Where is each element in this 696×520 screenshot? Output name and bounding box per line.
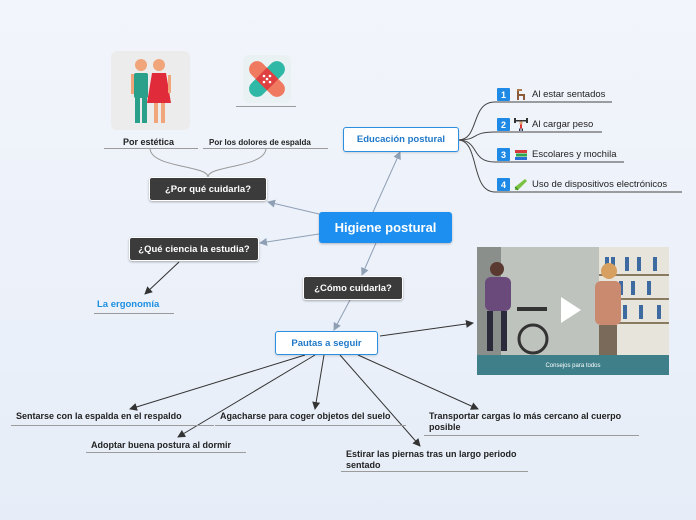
education-item-devices[interactable]: 4 Uso de dispositivos electrónicos	[497, 178, 667, 191]
education-item-label: Uso de dispositivos electrónicos	[532, 179, 668, 190]
leaf-underline	[203, 148, 328, 149]
bandage-icon	[243, 55, 291, 103]
education-label: Educación postural	[356, 134, 446, 145]
guideline-item: Adoptar buena postura al dormir	[91, 440, 232, 450]
why-item-aesthetic: Por estética	[123, 137, 175, 147]
education-item-backpack[interactable]: 3 Escolares y mochila	[497, 148, 616, 161]
phone-icon	[514, 178, 528, 191]
leaf-underline	[215, 425, 406, 426]
education-item-sitting[interactable]: 1 Al estar sentados	[497, 88, 605, 101]
how-node[interactable]: ¿Cómo cuidarla?	[303, 276, 403, 300]
leaf-underline	[86, 452, 246, 453]
number-badge: 1	[497, 88, 510, 101]
education-item-label: Al estar sentados	[532, 89, 606, 100]
education-item-label: Escolares y mochila	[532, 149, 617, 160]
leaf-underline	[341, 471, 528, 472]
leaf-underline	[424, 435, 639, 436]
guideline-item: Sentarse con la espalda en el respaldo	[16, 411, 182, 421]
central-topic[interactable]: Higiene postural	[319, 212, 452, 243]
guideline-item: Transportar cargas lo más cercano al cue…	[429, 411, 622, 432]
education-item-label: Al cargar peso	[532, 119, 594, 130]
chair-icon	[514, 88, 528, 101]
weightlifter-icon	[514, 118, 528, 131]
number-badge: 4	[497, 178, 510, 191]
education-node[interactable]: Educación postural	[343, 127, 459, 152]
why-label: ¿Por qué cuidarla?	[164, 183, 252, 195]
books-icon	[514, 148, 528, 161]
leaf-underline	[11, 425, 214, 426]
education-item-weight[interactable]: 2 Al cargar peso	[497, 118, 593, 131]
leaf-underline	[94, 313, 174, 314]
guidelines-node[interactable]: Pautas a seguir	[275, 331, 378, 355]
guideline-item: Agacharse para coger objetos del suelo	[220, 411, 391, 421]
why-node[interactable]: ¿Por qué cuidarla?	[149, 177, 267, 201]
number-badge: 2	[497, 118, 510, 131]
number-badge: 3	[497, 148, 510, 161]
guideline-item: Estirar las piernas tras un largo period…	[346, 449, 517, 470]
leaf-underline	[236, 106, 296, 107]
video-thumbnail[interactable]: Consejos para todos	[477, 247, 669, 375]
science-node[interactable]: ¿Qué ciencia la estudia?	[129, 237, 259, 261]
central-topic-label: Higiene postural	[334, 220, 437, 235]
how-label: ¿Cómo cuidarla?	[314, 282, 392, 294]
ergonomy-link[interactable]: La ergonomía	[97, 299, 160, 310]
guidelines-label: Pautas a seguir	[291, 337, 362, 349]
video-caption: Consejos para todos	[545, 363, 600, 369]
people-icon	[111, 51, 190, 130]
leaf-underline	[104, 148, 198, 149]
science-label: ¿Qué ciencia la estudia?	[138, 243, 250, 255]
why-item-back-pain: Por los dolores de espalda	[209, 138, 311, 147]
